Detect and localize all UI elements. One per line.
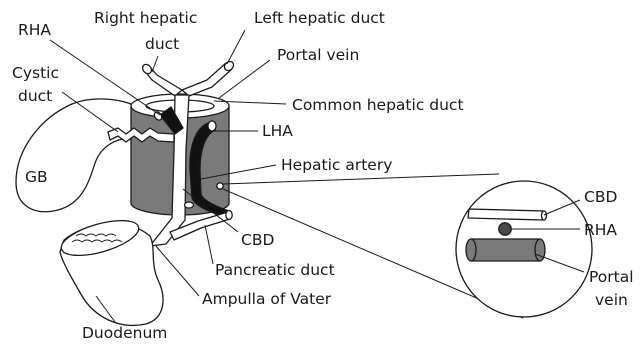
pancreatic-duct-end — [226, 211, 232, 220]
label-inset-portal-vein-2: vein — [595, 291, 628, 309]
label-lha: LHA — [262, 122, 293, 140]
inset-zoom-line-top — [223, 174, 499, 184]
inset-cbd-tube — [468, 209, 544, 220]
label-cystic-duct-2: duct — [18, 87, 52, 105]
label-inset-rha: RHA — [584, 221, 617, 239]
hepatic-artery-cut-end — [185, 202, 194, 208]
inset-rha-artery — [499, 223, 511, 235]
label-ampulla-of-vater: Ampulla of Vater — [202, 290, 332, 308]
label-rha: RHA — [18, 21, 51, 39]
label-left-hepatic-duct: Left hepatic duct — [254, 9, 385, 27]
inset-portal-vein-end-right — [535, 239, 545, 261]
inset-source-marker — [217, 183, 223, 189]
label-hepatic-artery: Hepatic artery — [281, 156, 392, 174]
leader-pancreatic-duct — [205, 225, 213, 264]
label-duodenum: Duodenum — [82, 324, 167, 342]
label-pancreatic-duct: Pancreatic duct — [215, 261, 335, 279]
gallbladder — [16, 99, 136, 212]
leader-right-hepatic-duct — [152, 56, 158, 72]
inset-portal-vein-end-left — [466, 239, 476, 261]
leader-left-hepatic-duct — [227, 30, 245, 64]
left-hepatic-artery-end — [208, 121, 216, 131]
label-inset-cbd: CBD — [584, 188, 617, 206]
label-right-hepatic-duct-1: Right hepatic — [94, 9, 197, 27]
inset-cbd-end — [542, 211, 547, 220]
label-gb: GB — [25, 168, 48, 186]
label-cystic-duct-1: Cystic — [12, 64, 59, 82]
label-right-hepatic-duct-2: duct — [145, 35, 179, 53]
label-cbd: CBD — [241, 231, 274, 249]
label-inset-portal-vein-1: Portal — [589, 268, 634, 286]
label-common-hepatic-duct: Common hepatic duct — [292, 96, 464, 114]
label-portal-vein: Portal vein — [277, 46, 359, 64]
inset-portal-vein-tube — [471, 239, 540, 261]
